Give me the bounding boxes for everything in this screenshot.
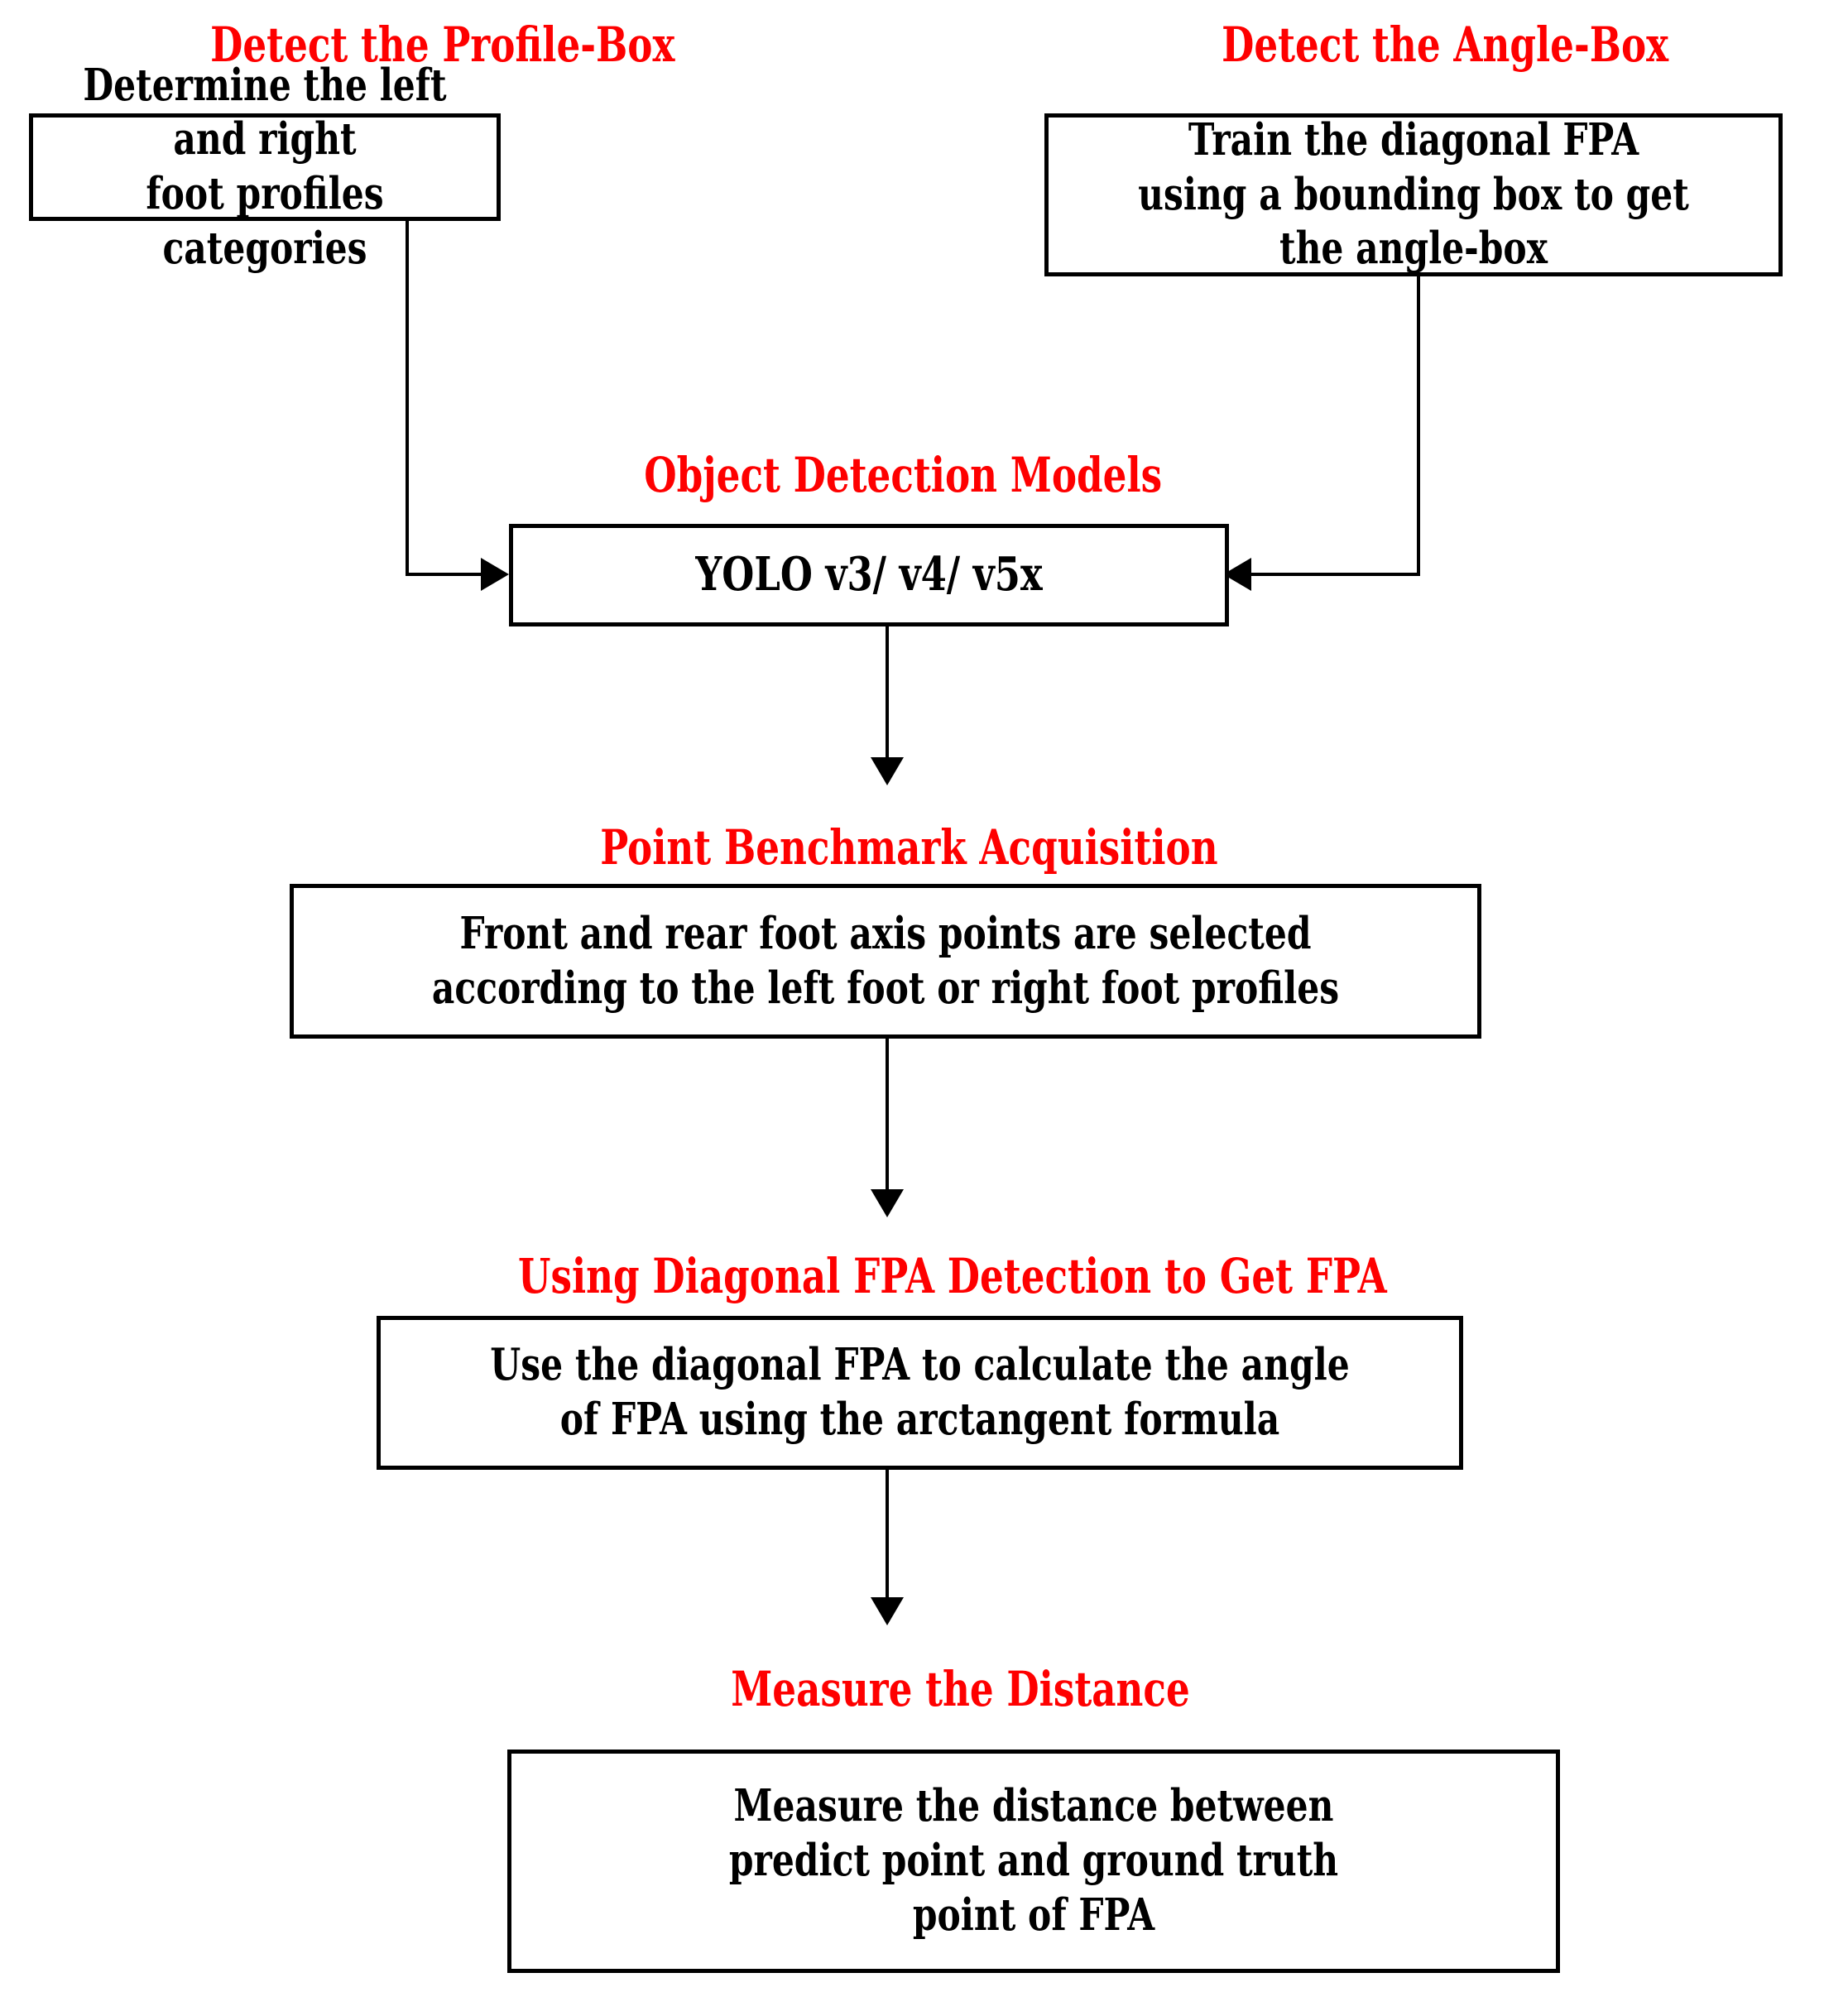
node-measure-the-distance-text: Measure the distance between predict poi… [728,1780,1339,1941]
edge-benchmark-to-fpa-line [886,1039,889,1196]
edge-benchmark-to-fpa-arrowhead [871,1189,904,1217]
node-diagonal-fpa-detection[interactable]: Use the diagonal FPA to calculate the an… [377,1316,1463,1470]
edge-angle-to-models-horizontal [1250,573,1420,576]
heading-detect-angle-box: Detect the Angle-Box [1222,17,1669,73]
edge-fpa-to-distance-arrowhead [871,1597,904,1625]
edge-angle-to-models-vertical [1417,276,1420,576]
edge-fpa-to-distance-line [886,1470,889,1604]
edge-profile-to-models-vertical [406,221,409,576]
node-profile-box-text: Determine the left and right foot profil… [83,59,447,274]
heading-point-benchmark-acquisition: Point Benchmark Acquisition [600,819,1218,876]
heading-measure-the-distance: Measure the Distance [731,1661,1190,1717]
node-object-detection-models-text: YOLO v3/ v4/ v5x [695,547,1043,602]
node-measure-the-distance[interactable]: Measure the distance between predict poi… [507,1750,1560,1973]
node-point-benchmark-acquisition-text: Front and rear foot axis points are sele… [431,907,1340,1014]
node-angle-box-text: Train the diagonal FPA using a bounding … [1138,113,1689,275]
node-angle-box[interactable]: Train the diagonal FPA using a bounding … [1044,113,1783,276]
edge-profile-to-models-arrowhead [481,558,509,591]
edge-profile-to-models-horizontal [406,573,490,576]
node-diagonal-fpa-detection-text: Use the diagonal FPA to calculate the an… [490,1339,1350,1445]
edge-models-to-benchmark-line [886,626,889,764]
node-profile-box[interactable]: Determine the left and right foot profil… [29,60,501,274]
edge-models-to-benchmark-arrowhead [871,757,904,785]
node-point-benchmark-acquisition[interactable]: Front and rear foot axis points are sele… [290,884,1481,1039]
heading-detect-profile-box: Detect the Profile-Box [210,17,675,73]
heading-object-detection-models: Object Detection Models [644,447,1163,503]
heading-diagonal-fpa-detection: Using Diagonal FPA Detection to Get FPA [518,1248,1387,1304]
node-object-detection-models[interactable]: YOLO v3/ v4/ v5x [509,524,1229,626]
